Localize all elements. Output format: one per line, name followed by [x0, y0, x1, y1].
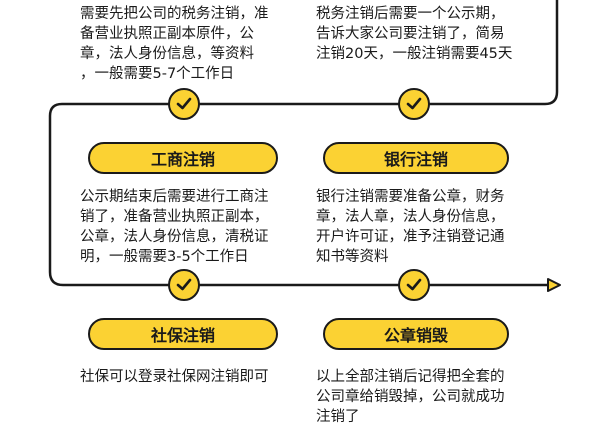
- tax-detail-text: 需要先把公司的税务注销，准 备营业执照正副本原件，公 章，法人身份信息，等资料 …: [80, 6, 269, 82]
- notice-detail-text: 税务注销后需要一个公示期， 告诉大家公司要注销了，简易 注销20天，一般注销需要…: [316, 6, 513, 62]
- social-detail-text: 社保可以登录社保网注销即可: [80, 369, 269, 385]
- seal-detail-text: 以上全部注销后记得把全套的 公司章给销毁掉，公司就成功 注销了: [316, 369, 505, 425]
- check-icon: [168, 88, 200, 120]
- arrow-right-icon: [547, 278, 561, 292]
- check-icon: [168, 269, 200, 301]
- business-detail-text: 公示期结束后需要进行工商注 销了，准备营业执照正副本， 公章，法人身份信息，清税…: [80, 189, 269, 265]
- check-icon: [398, 269, 430, 301]
- bank-detail-text: 银行注销需要准备公章，财务 章，法人章，法人身份信息， 开户许可证，准予注销登记…: [316, 189, 505, 265]
- check-icon: [398, 88, 430, 120]
- top-connector-line: [48, 0, 559, 287]
- bank-step-pill: 银行注销: [323, 142, 509, 174]
- seal-step-pill: 公章销毁: [323, 318, 509, 350]
- social-step-pill: 社保注销: [88, 318, 278, 350]
- business-step-pill: 工商注销: [88, 142, 278, 174]
